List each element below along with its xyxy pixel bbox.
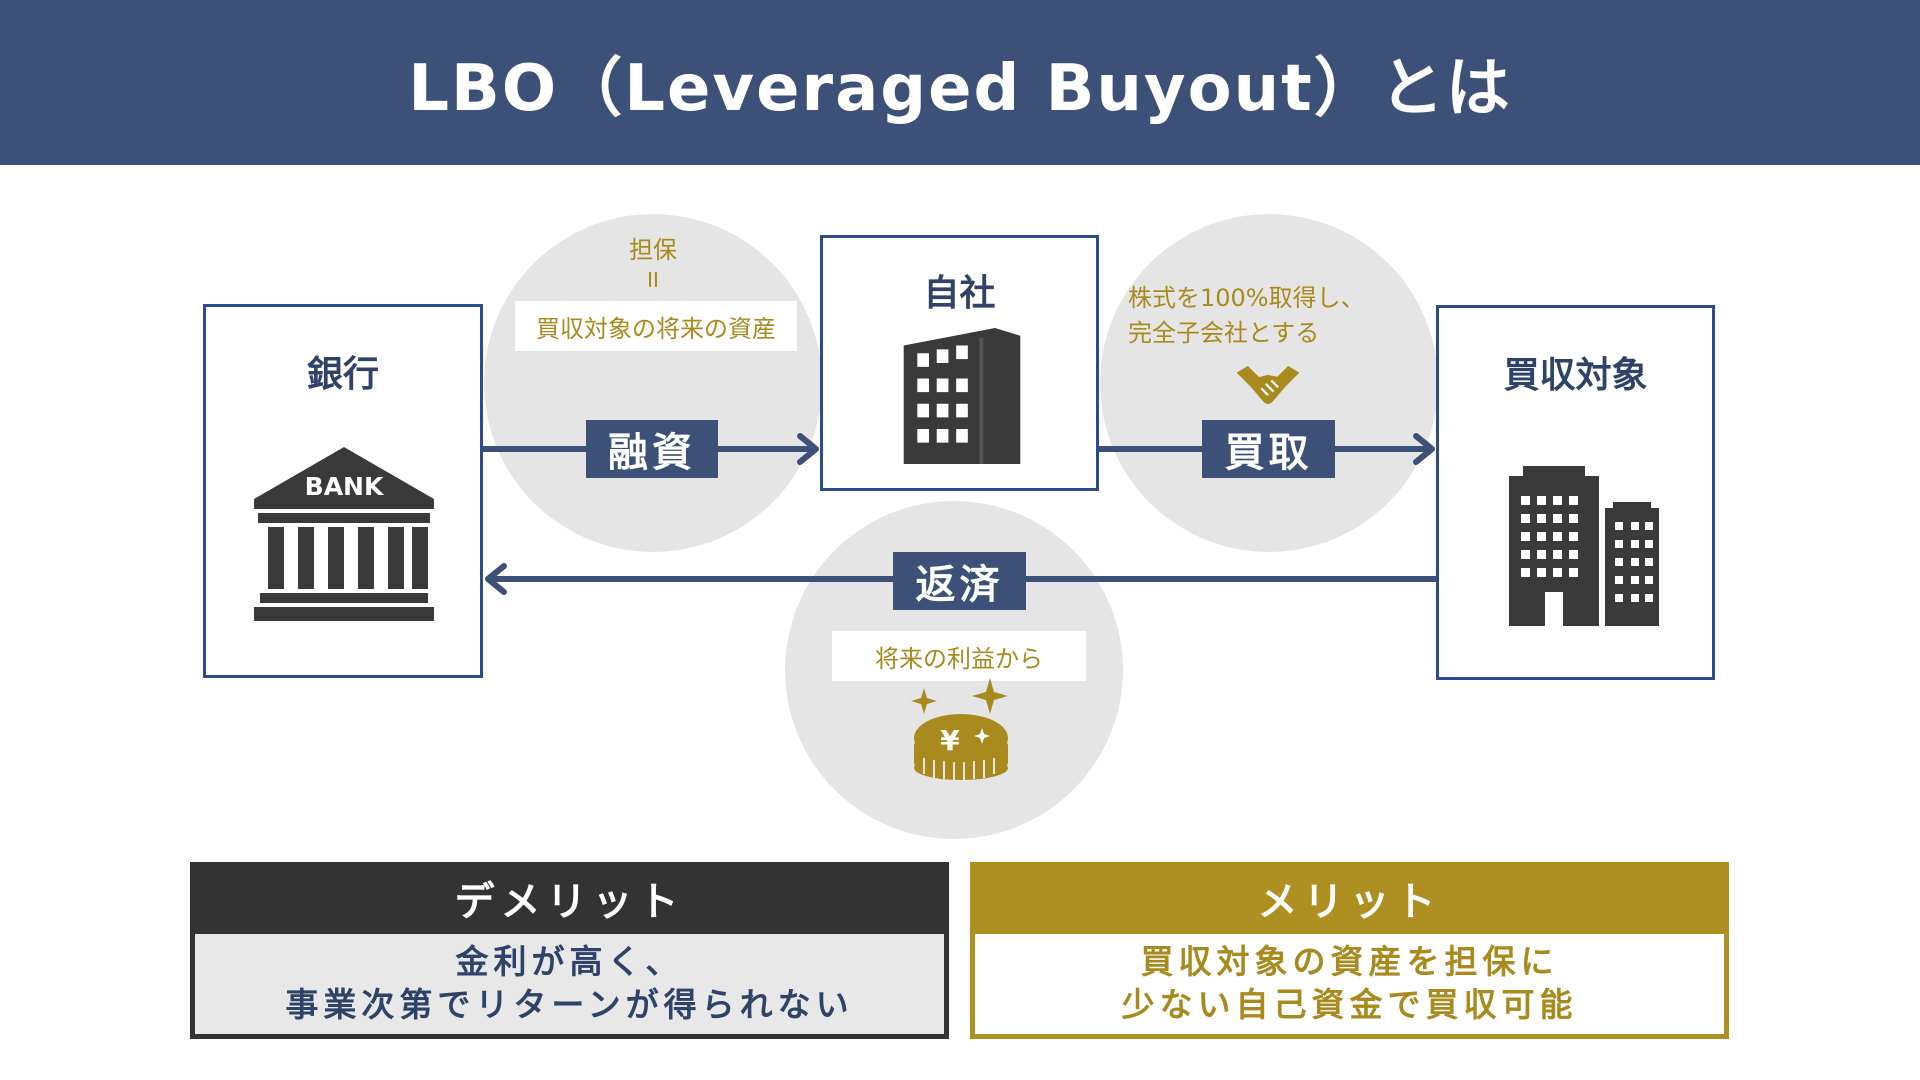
acquisition-note: 株式を100%取得し、 完全子会社とする (1128, 281, 1388, 351)
target-label: 買収対象 (1503, 355, 1648, 396)
yen-coin-icon: ¥ (911, 678, 1008, 780)
repay-note: 将来の利益から (832, 631, 1086, 681)
merit-title: メリット (1257, 879, 1442, 925)
target-box: 買収対象 (1436, 305, 1715, 680)
buildings-icon (1509, 466, 1659, 626)
collateral-equals: II (647, 268, 659, 292)
merit-body: 買収対象の資産を担保に 少ない自己資金で買収可能 (975, 934, 1724, 1034)
demerit-title: デメリット (454, 879, 685, 925)
office-building-icon (903, 328, 1021, 464)
company-label: 自社 (923, 273, 996, 314)
repay-label: 返済 (893, 552, 1026, 610)
collateral-label: 担保 (629, 236, 677, 264)
acquisition-note-line2: 完全子会社とする (1128, 318, 1320, 347)
demerit-line2: 事業次第でリターンが得られない (285, 985, 854, 1024)
page-title: LBO（Leveraged Buyout）とは (408, 51, 1512, 126)
merit-line2: 少ない自己資金で買収可能 (1121, 985, 1578, 1024)
merit-panel: メリット 買収対象の資産を担保に 少ない自己資金で買収可能 (970, 862, 1729, 1039)
bank-icon: BANK (254, 447, 434, 621)
collateral-detail: 買収対象の将来の資産 (515, 301, 797, 351)
handshake-icon (1236, 365, 1300, 405)
acquisition-note-line1: 株式を100%取得し、 (1128, 284, 1365, 312)
header-bar: LBO（Leveraged Buyout）とは (0, 0, 1920, 165)
merit-line1: 買収対象の資産を担保に (1140, 942, 1559, 982)
buy-label: 買取 (1202, 420, 1335, 478)
bank-icon-text: BANK (305, 472, 385, 501)
coin-yen-symbol: ¥ (940, 724, 960, 757)
bank-box: 銀行 BANK (203, 304, 483, 678)
demerit-body: 金利が高く、 事業次第でリターンが得られない (195, 934, 944, 1034)
loan-label: 融資 (586, 420, 718, 478)
demerit-line1: 金利が高く、 (455, 942, 684, 982)
bank-label: 銀行 (306, 354, 379, 395)
company-box: 自社 (820, 235, 1099, 491)
loan-circle (484, 214, 822, 552)
demerit-panel: デメリット 金利が高く、 事業次第でリターンが得られない (190, 862, 949, 1039)
